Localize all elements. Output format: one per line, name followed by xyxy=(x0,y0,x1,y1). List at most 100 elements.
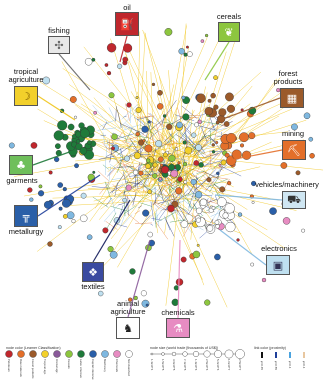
network-node xyxy=(213,104,219,110)
network-link xyxy=(102,164,109,170)
network-node xyxy=(192,250,201,259)
network-node xyxy=(224,203,235,214)
animal-agriculture-label-1: animal xyxy=(116,299,140,308)
network-node xyxy=(176,121,183,129)
network-link xyxy=(158,141,224,171)
legend-color-swatch xyxy=(113,350,121,358)
network-node xyxy=(57,120,68,131)
chemicals-label: chemicals xyxy=(161,308,195,317)
network-node xyxy=(173,285,179,291)
network-link xyxy=(138,162,140,171)
legend-size-swatch xyxy=(192,351,199,358)
tropical-agriculture-label-2: agriculture xyxy=(8,75,44,84)
network-node xyxy=(30,142,38,149)
network-link xyxy=(147,112,152,117)
network-link xyxy=(125,103,130,122)
network-node xyxy=(107,246,114,253)
network-link xyxy=(180,206,189,215)
legend-color-swatch xyxy=(77,350,85,358)
network-link xyxy=(114,182,118,198)
network-link xyxy=(179,136,185,144)
network-link xyxy=(136,115,155,118)
network-link xyxy=(164,216,171,231)
network-node xyxy=(195,191,203,199)
callout-line xyxy=(219,97,281,121)
network-node xyxy=(309,153,315,159)
legend-size-swatch xyxy=(214,350,222,358)
network-node xyxy=(157,89,163,96)
network-link xyxy=(186,92,208,188)
network-link xyxy=(205,137,216,143)
logs-icon: ▦ xyxy=(280,88,304,108)
legend-color-swatch xyxy=(5,350,13,358)
network-link xyxy=(184,122,190,135)
network-link xyxy=(108,107,116,121)
network-node xyxy=(214,220,220,225)
network-link xyxy=(121,159,132,180)
network-link xyxy=(157,182,164,202)
network-node xyxy=(111,133,118,140)
network-link xyxy=(123,124,141,131)
network-link xyxy=(128,173,149,177)
garments-label: garments xyxy=(6,176,38,185)
network-node xyxy=(47,241,53,247)
network-node xyxy=(38,184,43,189)
network-link xyxy=(68,84,189,175)
network-node xyxy=(195,217,201,223)
network-link xyxy=(138,186,157,203)
network-link xyxy=(125,128,133,143)
network-node xyxy=(207,98,212,103)
network-node xyxy=(225,221,236,233)
network-link xyxy=(175,134,192,144)
network-link xyxy=(125,53,172,147)
network-node xyxy=(128,297,133,302)
network-node xyxy=(197,119,202,124)
network-link xyxy=(155,208,160,227)
network-link xyxy=(207,127,227,132)
network-link xyxy=(137,116,151,120)
network-link xyxy=(77,184,168,191)
network-node xyxy=(145,163,151,169)
network-link xyxy=(141,215,151,226)
network-node xyxy=(102,227,109,234)
network-link xyxy=(200,138,215,154)
network-link xyxy=(104,181,111,200)
network-node xyxy=(73,115,78,119)
network-link xyxy=(124,191,127,205)
legend-color-label: Not classified xyxy=(126,359,131,376)
network-node xyxy=(93,110,98,115)
legend-color-label: Petroleum xyxy=(6,359,11,372)
network-link xyxy=(165,219,175,237)
network-link xyxy=(209,150,223,153)
network-node xyxy=(84,149,95,160)
network-link xyxy=(150,132,155,148)
electronics-label: electronics xyxy=(261,244,297,253)
network-link xyxy=(145,121,152,138)
oil-derrick-icon: ⛽ xyxy=(115,12,139,36)
network-node xyxy=(138,170,144,176)
network-link xyxy=(172,170,183,186)
network-node xyxy=(135,131,140,137)
network-link xyxy=(149,118,165,131)
network-node xyxy=(80,192,87,199)
network-link xyxy=(94,140,136,209)
network-link xyxy=(140,202,153,207)
metallurgy-label: metallurgy xyxy=(8,227,44,236)
network-link xyxy=(157,199,174,204)
network-node xyxy=(87,140,92,145)
network-node xyxy=(206,225,214,232)
network-link xyxy=(125,181,143,185)
legend-color-label: Forest products xyxy=(30,359,35,379)
callout-line xyxy=(92,199,131,263)
network-node xyxy=(251,180,257,187)
network-link xyxy=(177,107,181,119)
network-link xyxy=(163,195,173,199)
cow-icon: ♞ xyxy=(116,317,140,339)
steel-beam-icon: ╦ xyxy=(14,205,38,227)
network-node xyxy=(182,161,188,167)
network-node xyxy=(291,123,298,131)
network-link xyxy=(101,142,120,163)
network-link xyxy=(117,109,122,128)
network-link xyxy=(120,124,127,130)
network-link xyxy=(120,148,123,158)
